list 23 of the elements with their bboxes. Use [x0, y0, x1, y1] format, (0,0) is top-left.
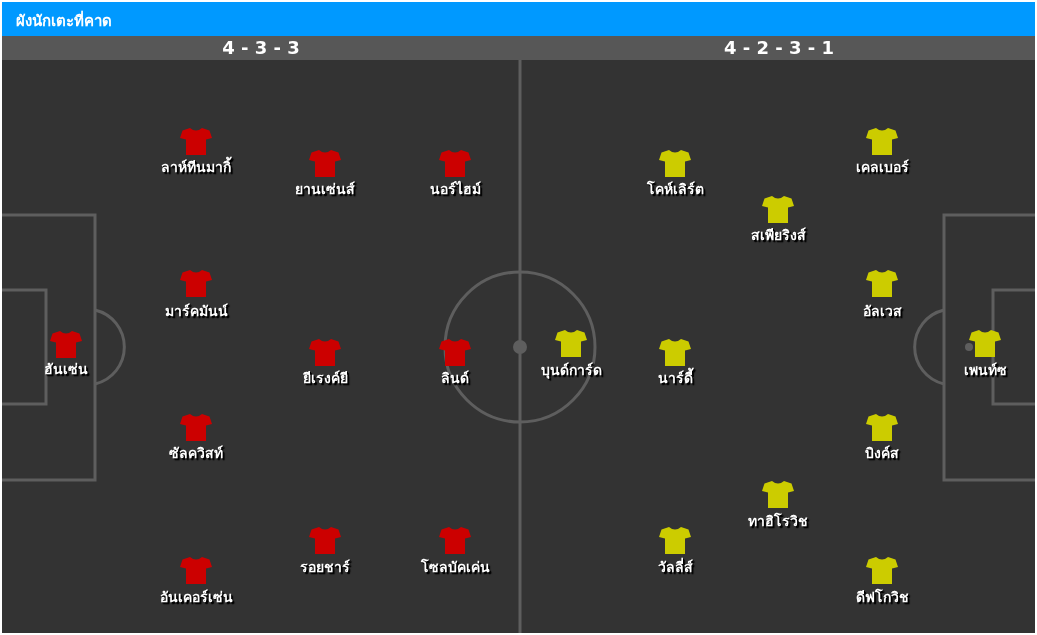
player-name: เพนท์ซ: [963, 362, 1007, 378]
player-name: เคลเบอร์: [855, 159, 909, 175]
player-name: วัลลี่ส์: [657, 559, 693, 575]
player-name: อัลเวส: [862, 303, 902, 319]
player-name: รอยชาร์: [300, 559, 350, 575]
player-name: โคห์เลิร์ต: [646, 181, 704, 197]
player-name: ลินด์: [441, 370, 469, 386]
player-name: โซลบัคเค่น: [420, 559, 490, 575]
formation-label: 4 - 2 - 3 - 1: [723, 37, 835, 58]
page-title: ผังนักเตะที่คาด: [16, 11, 112, 31]
player-name: บุนด์การ์ด: [540, 362, 602, 378]
player-name: อันเคอร์เซ่น: [159, 589, 233, 605]
player-name: มาร์คมันน์: [164, 303, 228, 319]
player-name: ยานเซ่นส์: [295, 181, 355, 197]
player-name: ซัลควิสท์: [169, 445, 223, 461]
player-name: ฮันเซ่น: [44, 361, 88, 377]
player-name: ทาฮิโรวิช: [748, 513, 808, 529]
player-name: บิงค์ส: [865, 445, 899, 461]
formation-label: 4 - 3 - 3: [222, 37, 300, 58]
player-name: ดีฟโกวิช: [855, 589, 909, 605]
player-name: ยีเรงค์ยี: [302, 370, 348, 386]
player-name: นอร์ไฮม์: [429, 181, 481, 197]
player-name: สเพียริงส์: [750, 227, 806, 243]
